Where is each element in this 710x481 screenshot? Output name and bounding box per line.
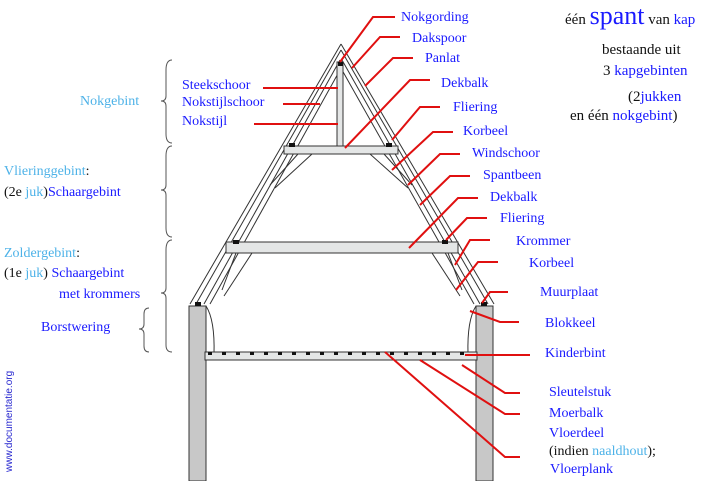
juk-close: ) [43, 266, 48, 281]
label-floor-note: (indien naaldhout); [549, 444, 656, 460]
title-kapgebinten: kapgebinten [614, 63, 688, 79]
label-nokgording: Nokgording [401, 10, 469, 25]
note-close: ); [647, 444, 656, 459]
label-windschoor: Windschoor [472, 146, 540, 161]
zoldergebint-name: Zoldergebint [4, 246, 77, 261]
title-jukken: jukken [640, 89, 682, 105]
title-een: één [565, 12, 586, 28]
title-two: (2 [628, 89, 641, 105]
label-krommer: Krommer [516, 234, 571, 249]
label-fliering-lower: Fliering [500, 211, 545, 226]
group-braces [138, 59, 173, 353]
group-zolder-type: (1e juk) Schaargebint [4, 266, 124, 282]
title-three: 3 [603, 63, 611, 79]
vliering-type: Schaargebint [47, 185, 121, 200]
floor-beam [204, 351, 478, 361]
nokstijl [336, 61, 344, 148]
group-zoldergebint: Zoldergebint: [4, 246, 80, 262]
title-nokgebint: nokgebint [612, 108, 673, 124]
label-nokstijlschoor: Nokstijlschoor [182, 95, 265, 110]
label-vloerdeel: Vloerdeel [549, 426, 605, 441]
title-nokgebint-line: en één nokgebint) [570, 107, 677, 126]
label-dekbalk-lower: Dekbalk [490, 190, 538, 205]
zolder-type: Schaargebint [51, 266, 125, 281]
floor-joists [208, 352, 464, 355]
left-wall [188, 305, 207, 481]
purlins [195, 62, 487, 306]
title-kapgebinten-line: 3 kapgebinten [603, 62, 688, 81]
upper-collar-beam [283, 145, 399, 155]
braces [205, 153, 477, 355]
label-sleutelstuk: Sleutelstuk [549, 385, 612, 400]
lower-collar-beam [225, 241, 459, 254]
title-kap: kap [673, 12, 696, 28]
group-zolder-type2: met krommers [59, 287, 141, 302]
label-blokkeel: Blokkeel [545, 316, 596, 331]
label-vloerplank: Vloerplank [550, 462, 613, 477]
leader-lines [254, 16, 530, 458]
colon: : [85, 164, 90, 179]
label-dekbalk-upper: Dekbalk [441, 76, 489, 91]
label-steekschoor: Steekschoor [182, 78, 251, 93]
group-vliering-type: (2e juk)Schaargebint [4, 185, 121, 201]
label-korbeel-upper: Korbeel [463, 124, 509, 139]
label-kinderbint: Kinderbint [545, 346, 606, 361]
title-en-een: en één [570, 108, 609, 124]
group-borstwering: Borstwering [41, 320, 111, 335]
juk-word: juk [25, 185, 44, 200]
juk-close: ) [43, 185, 48, 200]
note-open: (indien [549, 444, 589, 459]
label-korbeel-lower: Korbeel [529, 256, 575, 271]
title-close: ) [672, 108, 678, 124]
label-panlat: Panlat [425, 51, 460, 66]
title-spant: spant [589, 1, 645, 30]
label-fliering-upper: Fliering [453, 100, 498, 115]
title-jukken-line: (2jukken [628, 88, 681, 107]
note-naaldhout: naaldhout [592, 444, 648, 459]
label-dakspoor: Dakspoor [412, 31, 467, 46]
group-vlieringgebint: Vlieringgebint: [4, 164, 90, 180]
colon: : [76, 246, 80, 261]
title-bestaande: bestaande uit [602, 42, 681, 58]
group-nokgebint: Nokgebint [80, 94, 140, 109]
juk-prefix: (2e [4, 185, 22, 200]
juk-word: juk [25, 266, 44, 281]
label-spantbeen: Spantbeen [483, 168, 542, 183]
label-muurplaat: Muurplaat [540, 285, 599, 300]
title-van: van [648, 12, 670, 28]
watermark: www.documentatie.org [4, 370, 15, 472]
right-wall [475, 305, 494, 481]
vlieringgebint-name: Vlieringgebint [4, 164, 86, 179]
juk-prefix: (1e [4, 266, 22, 281]
title-block: één spant van kap [565, 3, 696, 30]
label-moerbalk: Moerbalk [549, 406, 604, 421]
label-nokstijl: Nokstijl [182, 114, 228, 129]
